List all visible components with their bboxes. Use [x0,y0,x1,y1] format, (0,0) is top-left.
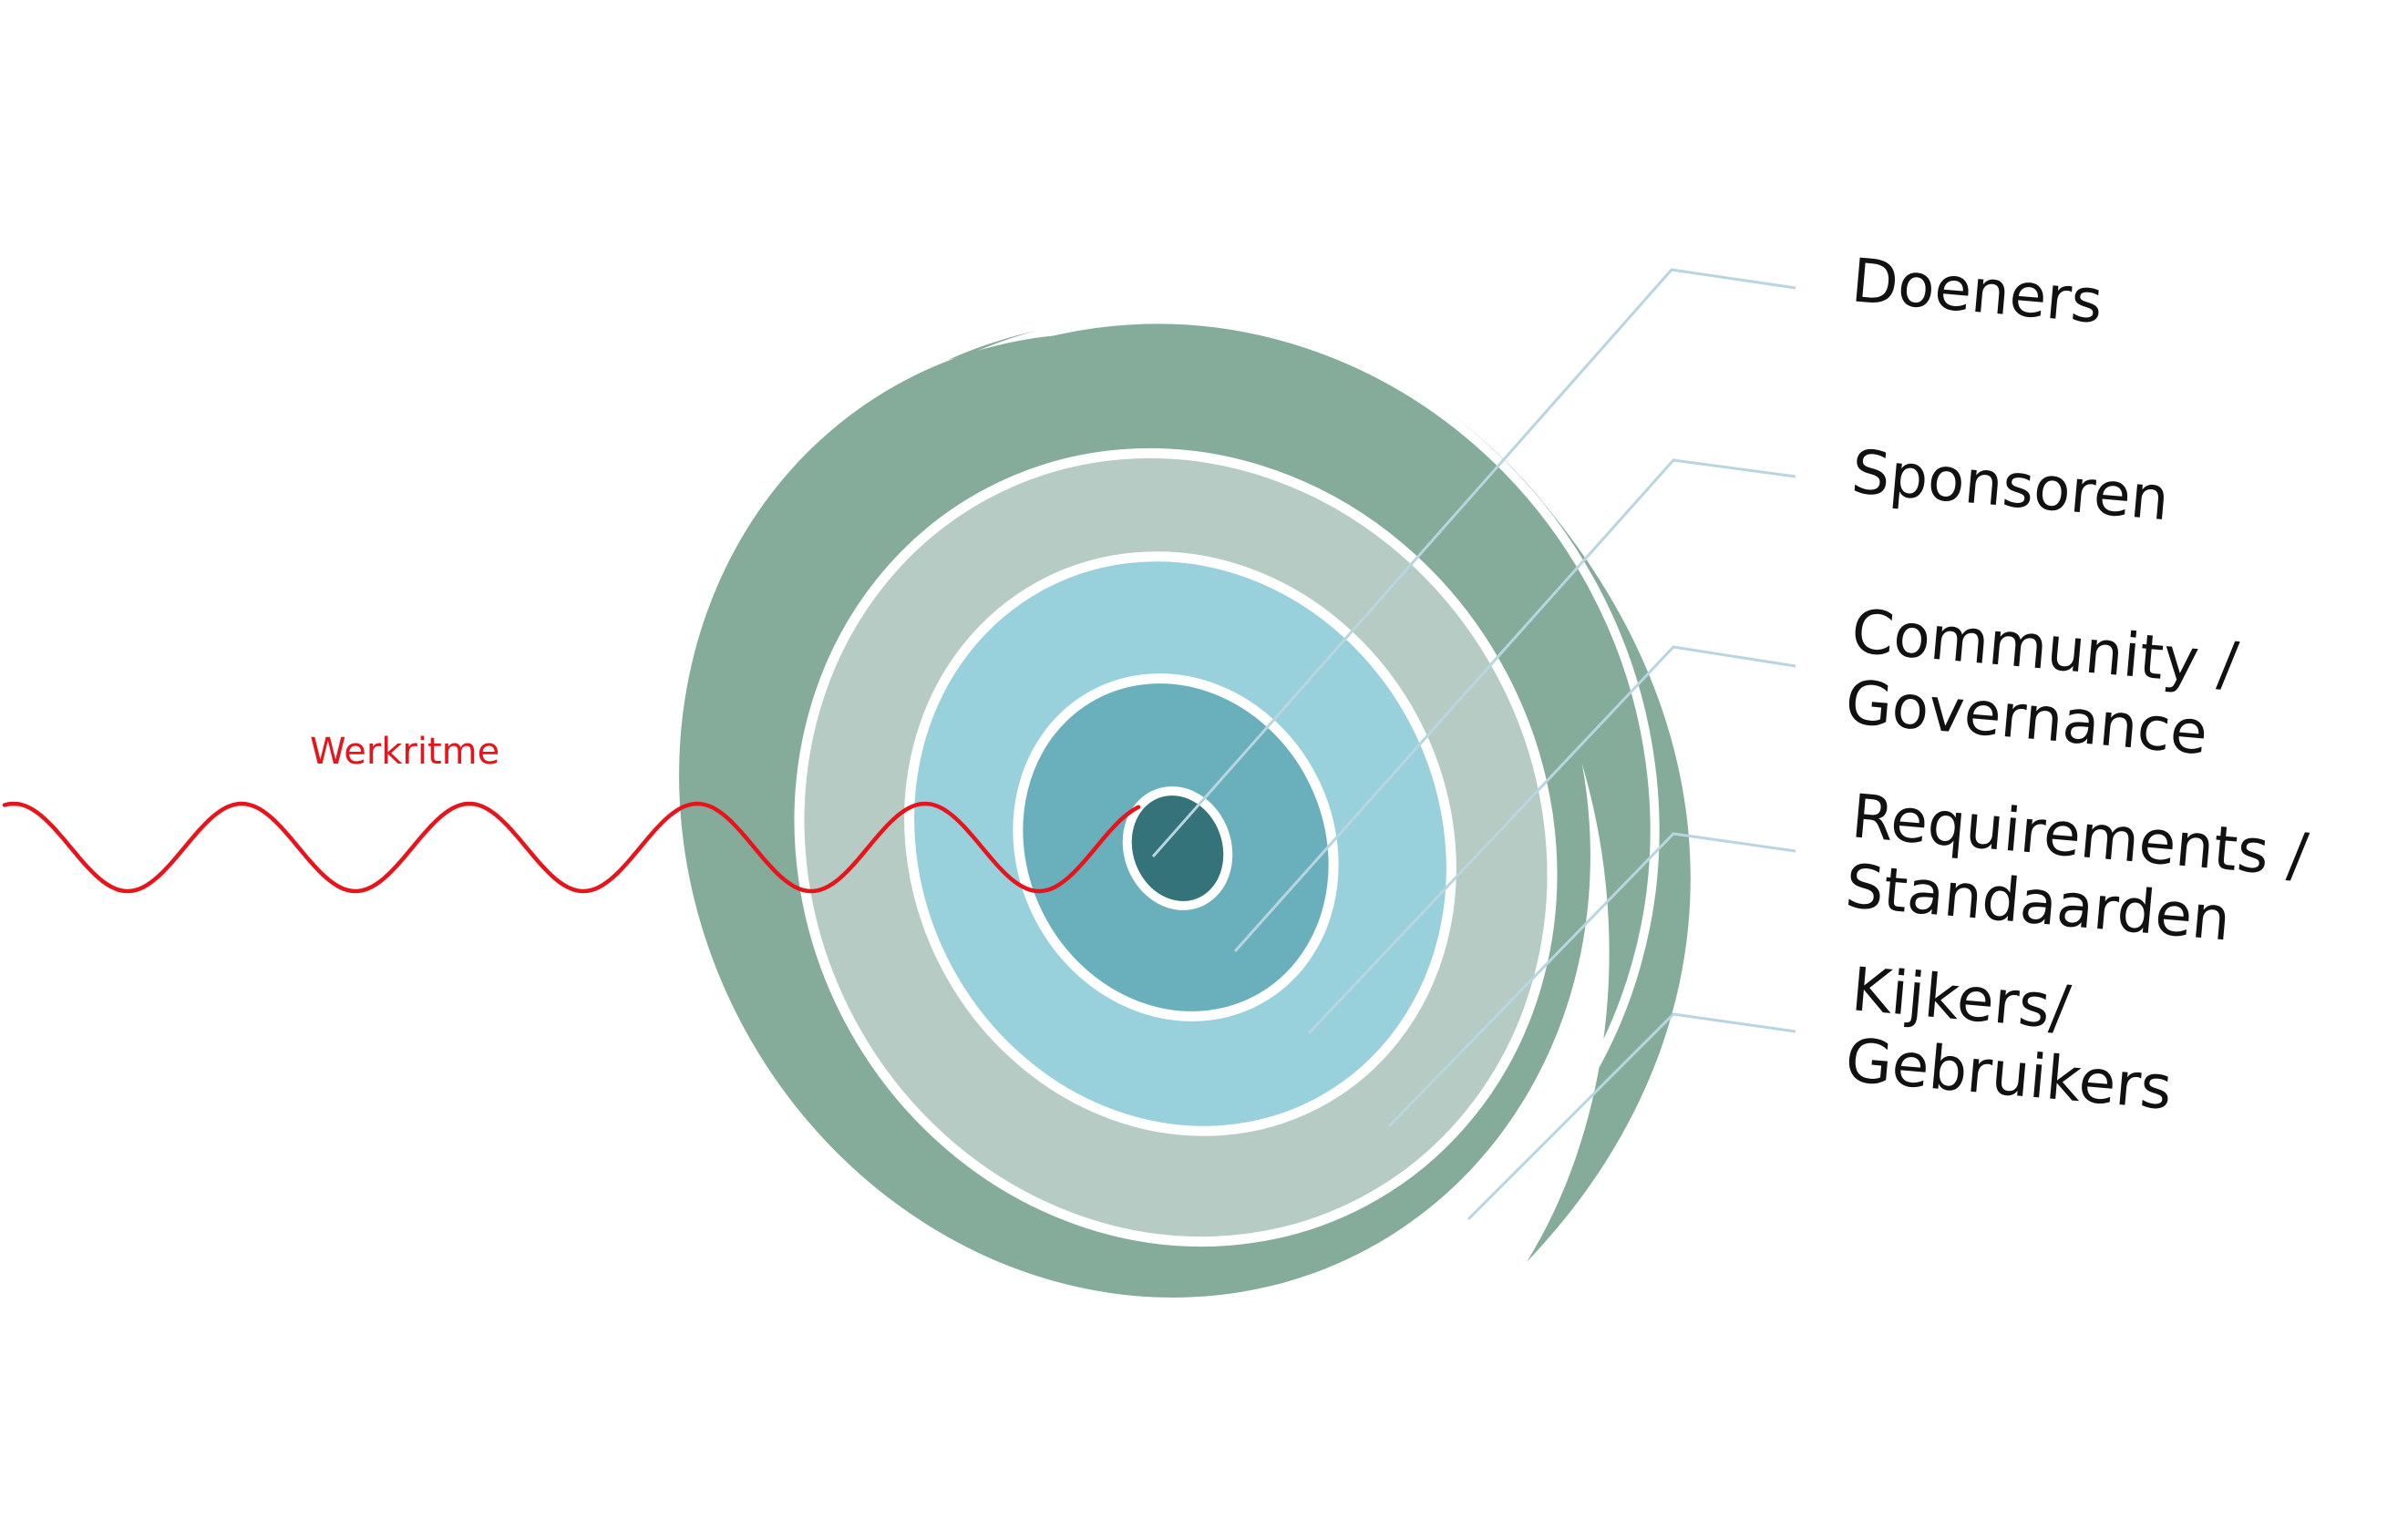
leader-line-requirements-standaarden [1387,832,1796,1128]
label-doeners: Doeners [1849,245,2105,337]
leader-line-sponsoren [1233,458,1796,952]
labels-group: Doeners Sponsoren Community / Governance… [1843,245,2330,1124]
label-community-governance: Community / Governance [1843,596,2260,772]
label-sponsoren: Sponsoren [1849,436,2172,534]
leader-line-kijkers-gebruikers [1466,1012,1796,1221]
label-requirements-standaarden: Requirements / Standaarden [1843,781,2330,962]
leader-lines-group [1151,268,1796,1221]
outer-ring-back-shell [948,317,1691,1262]
label-kijkers-gebruikers: Kijkers/ Gebruikers [1843,954,2181,1124]
werkritme-wave-line [2,801,1141,894]
werkritme-label: Werkritme [310,731,499,773]
ring-doeners-core [1122,786,1233,910]
rings-group [679,314,1691,1308]
leader-line-community-governance [1307,645,1796,1035]
leader-line-doeners [1151,268,1796,857]
